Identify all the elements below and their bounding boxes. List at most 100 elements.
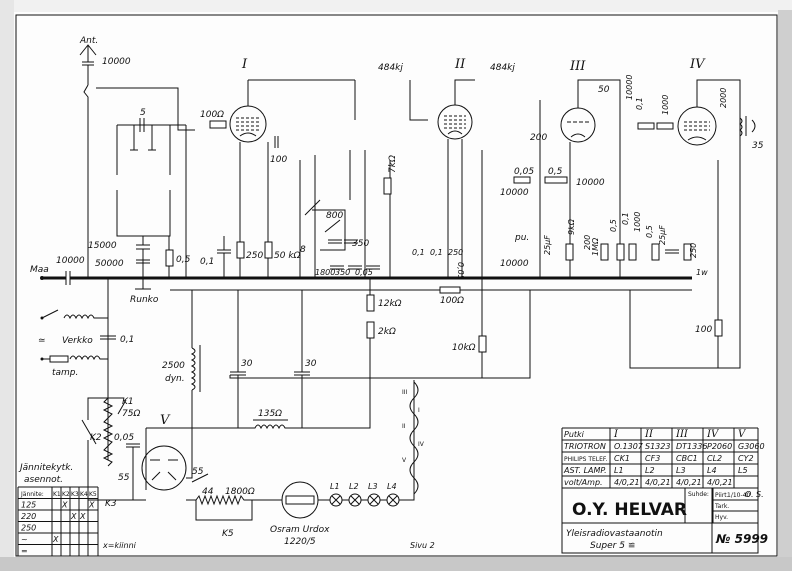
resistor-7k [383,177,392,195]
voltage-table-header-cell: K5 [89,491,97,498]
voltage-table-header-cell: Jännite: [20,491,44,498]
mains-switch-icon [40,309,108,320]
r-1m-label: 1MΩ [591,237,600,256]
drawing-number: № 5999 [715,532,768,546]
tube-table-cell: L1 [614,466,624,475]
r-1800-label: 1800Ω [225,487,255,497]
frame-right-shadow [778,10,792,571]
tube-table-cell: G3060 [738,442,765,451]
resistor-0-5 [165,249,174,267]
urdox-resistor-icon [265,481,330,519]
voltage-table-header-cell: K1 [53,491,61,498]
voltage-table-cell: X [52,535,59,544]
r-0-5-b-label: 0,5 [609,219,618,232]
c-30-b-label: 30 [305,359,317,369]
antenna-wire [83,84,89,278]
tube-table-cell: S1323 [645,442,670,451]
if-transformer-2-label: 484kj [490,63,515,73]
c-0-05-b-label: 0,05 [456,262,465,280]
voltage-table-header-cell: K2 [62,491,70,498]
tube-I-icon [229,79,355,143]
tube-table-cell: volt/Amp. [564,478,603,487]
page-number: Sivu 2 [410,541,435,550]
r-100-grid-label: 100Ω [200,110,224,120]
ground-label: Maa [30,265,49,275]
tube-IV-icon [677,79,741,290]
capacitor-0-1-a [217,236,231,278]
capacitor-30-b [294,290,310,428]
capacitor-30-a [230,290,246,428]
r-12k-label: 12kΩ [378,299,402,309]
c-0-05-label: 0,05 [355,268,373,277]
chassis-ground-icon [135,278,151,290]
r-0-05-vol-label: 0,05 [514,167,534,177]
schematic-page [14,12,778,557]
r-0-5-c-label: 0,5 [645,225,654,238]
c-10000-d-label: 10000 [625,75,634,100]
resistor-1000-grid [656,122,674,130]
capacitor-15000 [136,236,150,278]
k3-label: K3 [105,499,117,509]
filament-dropper [186,473,265,521]
r-100-bus-label: 100Ω [440,296,464,306]
resistor-100-grid [209,120,227,129]
resistor-12k [366,294,375,312]
mains-capacitor [100,335,116,340]
pot-0-5-label: 0,5 [548,167,563,177]
hv-return-wire [629,290,718,369]
voltage-table-cell: X [88,501,95,510]
tube-III-label: III [569,59,586,74]
if-transformer-1-label: 484kj [378,63,403,73]
c-25uf-b-label: 25µF [658,225,667,245]
voltage-table-cell: X [79,512,86,521]
voltage-table-cell: 220 [21,512,36,521]
c-10000-c-label: 10000 [500,259,529,269]
c-15000-label: 15000 [88,241,117,251]
tube-table-header-cell: II [644,429,654,440]
tube-table-header-cell: Putki [564,430,585,439]
fuse-label: tamp. [52,368,78,378]
tube-table-header-cell: I [613,429,619,440]
tube-table-cell: TRIOTRON [564,442,606,451]
c-50-label: 50 [598,85,610,95]
lamp-L1-label: L1 [330,482,340,491]
lamp-L1-icon [329,493,343,507]
r-250-c-label: 250 [689,243,698,258]
c-0-1-b-label: 0,1 [412,248,425,257]
voltage-table-cell: 125 [21,501,36,510]
choke-dyn-label: dyn. [165,374,185,384]
c-10000-b-label: 10000 [576,178,605,188]
r-0-1-label: 0,1 [621,212,630,225]
antenna-capacitor [82,61,94,85]
choke-135-icon [146,378,371,430]
tube-table-cell: CK1 [614,454,630,463]
c-0-1-a-label: 0,1 [200,257,214,267]
tube-table-cell: L2 [645,466,655,475]
tube-filaments [409,381,419,495]
resistor-100-hv [714,319,723,337]
ground-capacitor [65,271,71,285]
c-30-a-label: 30 [241,359,253,369]
voltage-table-header-cell: K4 [80,491,88,498]
r-10k-label: 10kΩ [452,343,476,353]
c-800-label: 800 [326,211,343,221]
tark-label: Tark. [714,503,729,510]
tube-table-cell: 4/0,21 [707,478,733,487]
c-8-label: 8 [300,245,306,255]
tube-table-cell: CF3 [645,454,660,463]
resistor-coupling [637,122,655,130]
tube-table-cell: 4/0,21 [676,478,702,487]
voltage-table-title-2: asennot. [24,475,63,485]
c-100-label: 100 [270,155,287,165]
voltage-table-grid [17,486,99,557]
voltage-table-cell: 250 [21,524,36,533]
c-1800-label: 1800 [315,268,335,277]
r-1000-b-label: 1000 [633,212,642,232]
r-55-b-label: 55 [192,467,204,477]
tube-table-header-cell: V [738,429,747,440]
k2-label: K2 [90,433,102,443]
lamp-L4-label: L4 [387,482,397,491]
lamp-L2-icon [348,493,362,507]
k5-label: K5 [222,529,234,539]
r-250-a-label: 250 [246,251,263,261]
